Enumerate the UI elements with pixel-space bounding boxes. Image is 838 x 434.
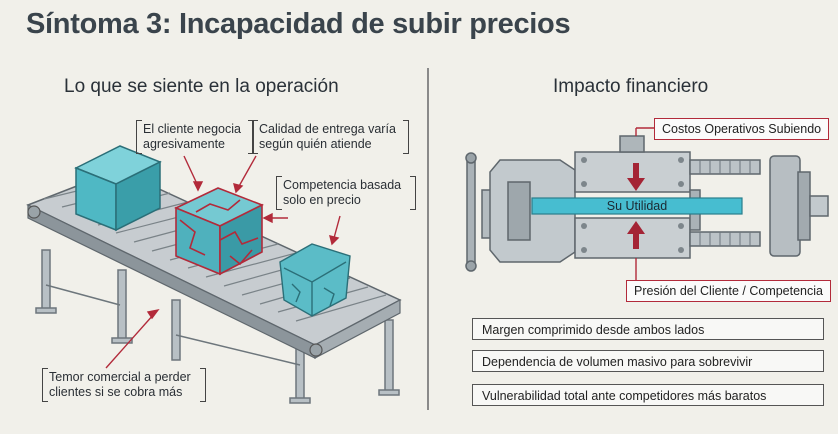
vise-bolts (581, 157, 684, 253)
costs-rising-label: Costos Operativos Subiendo (654, 118, 830, 140)
page-title: Síntoma 3: Incapacidad de subir precios (26, 8, 571, 40)
section-divider (427, 68, 429, 410)
utility-bar (531, 197, 743, 215)
pressure-label: Presión del Cliente / Competencia (626, 280, 831, 302)
intact-cube (74, 145, 162, 232)
conveyor-legs (35, 249, 400, 404)
callout-client-negotiates: El cliente negocia agresivamente (136, 120, 254, 154)
pressure-arrows (627, 163, 645, 249)
impact-item-volume: Dependencia de volumen masivo para sobre… (472, 350, 824, 372)
impact-item-vulnerability: Vulnerabilidad total ante competidores m… (472, 384, 824, 406)
utility-label: Su Utilidad (606, 199, 668, 213)
cracked-cube (174, 187, 264, 276)
vise-threads (699, 160, 751, 246)
callout-delivery-quality: Calidad de entrega varía según quién ati… (252, 120, 409, 154)
right-section-heading: Impacto financiero (553, 76, 709, 97)
crumpled-cube (279, 243, 351, 317)
left-section-heading: Lo que se siente en la operación (64, 76, 339, 97)
callout-arrows (105, 155, 341, 369)
callout-price-competition: Competencia basada solo en precio (276, 176, 416, 210)
callout-commercial-fear: Temor comercial a perder clientes si se … (42, 368, 206, 402)
impact-item-margin: Margen comprimido desde ambos lados (472, 318, 824, 340)
